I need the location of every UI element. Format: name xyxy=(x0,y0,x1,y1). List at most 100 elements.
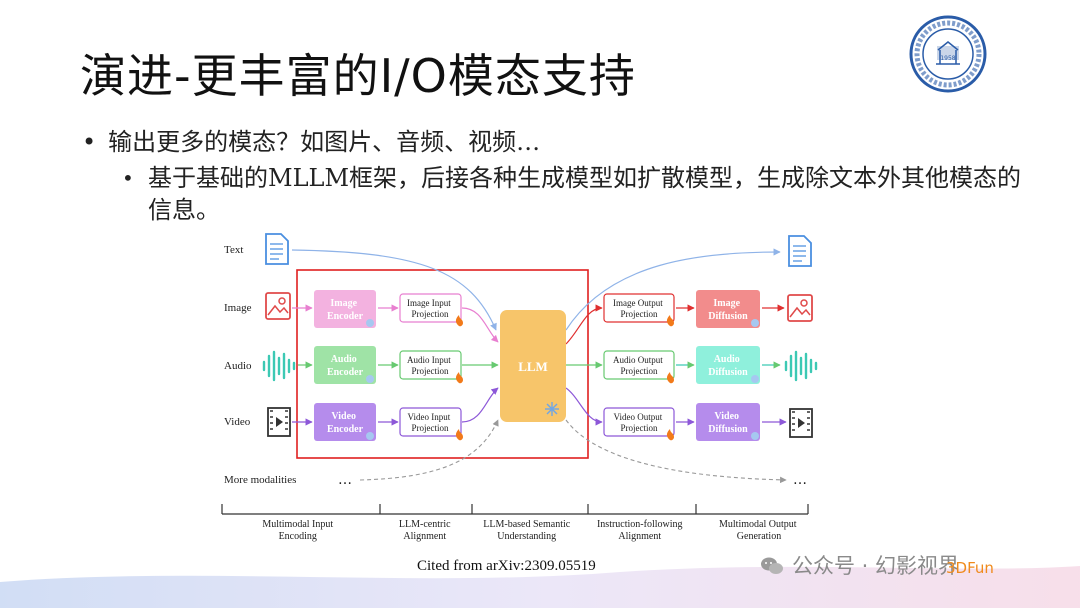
row-label-audio: Audio xyxy=(224,360,252,372)
stage-label-3b: Understanding xyxy=(497,531,556,542)
svg-text:Audio Output Projection: Audio Output Projection xyxy=(613,355,665,376)
video-output-projection-box: Video Output Projection xyxy=(603,407,675,441)
bullet-level1: •输出更多的模态？如图片、音频、视频… xyxy=(82,122,540,157)
university-logo: 1958 xyxy=(909,15,987,93)
frozen-snowflake-icon xyxy=(545,402,559,416)
watermark: 公众号 · 幻影视界 xyxy=(760,550,959,580)
audio-output-projection-box: Audio Output Projection xyxy=(603,350,675,384)
text-output-line xyxy=(565,248,781,331)
image-input-projection-label-1: Image Input xyxy=(407,298,451,308)
svg-text:Audio Encoder: Audio Encoder xyxy=(327,354,364,378)
more-modalities-ellipsis-left: … xyxy=(338,472,352,488)
frozen-snowflake-icon xyxy=(366,432,374,440)
svg-text:Audio Input Projection: Audio Input Projection xyxy=(407,355,453,376)
video-diffusion-box: Video Diffusion xyxy=(696,403,760,441)
frozen-snowflake-icon xyxy=(366,319,374,327)
slide-title: 演进-更丰富的I/O模态支持 xyxy=(80,49,636,103)
image-diffusion-label-2: Diffusion xyxy=(708,311,748,322)
trainable-flame-icon xyxy=(666,372,674,384)
llm-box: LLM xyxy=(500,310,566,422)
audio-waveform-output-icon xyxy=(784,350,818,382)
frozen-snowflake-icon xyxy=(751,375,759,383)
image-output-icon xyxy=(787,294,813,322)
video-input-projection-label-1: Video Input xyxy=(408,412,451,422)
trainable-flame-icon xyxy=(455,315,463,327)
svg-text:Video Diffusion: Video Diffusion xyxy=(708,411,748,435)
audio-encoder-label-1: Audio xyxy=(331,354,357,365)
bullet-dot-icon: • xyxy=(122,166,134,190)
stage-bracket xyxy=(221,504,809,515)
audio-output-projection-label-1: Audio Output xyxy=(613,355,663,365)
svg-text:Video Encoder: Video Encoder xyxy=(327,411,364,435)
svg-text:Multimodal Input Encoding: Multimodal Input Encoding LLM-centric Al… xyxy=(262,519,799,542)
frozen-snowflake-icon xyxy=(751,432,759,440)
video-diffusion-label-2: Diffusion xyxy=(708,424,748,435)
llm-highlight-box xyxy=(296,269,589,459)
more-modalities-ellipsis-right: … xyxy=(793,472,807,488)
trainable-flame-icon xyxy=(455,372,463,384)
stage-label-3a: LLM-based Semantic xyxy=(483,519,570,530)
video-output-projection-label-2: Projection xyxy=(621,423,658,433)
video-encoder-label-2: Encoder xyxy=(327,424,364,435)
stage-label-2a: LLM-centric xyxy=(399,519,451,530)
more-input-dashed-line xyxy=(359,419,499,481)
document-output-icon xyxy=(788,235,812,267)
frozen-snowflake-icon xyxy=(366,375,374,383)
stage-label-4b: Alignment xyxy=(618,531,661,542)
audio-diffusion-box: Audio Diffusion xyxy=(696,346,760,384)
trainable-flame-icon xyxy=(455,429,463,441)
image-encoder-label-2: Encoder xyxy=(327,311,364,322)
trainable-flame-icon xyxy=(666,429,674,441)
image-input-projection-label-2: Projection xyxy=(412,309,449,319)
bullet-level2: • 基于基础的MLLM框架，后接各种生成模型如扩散模型，生成除文本外其他模态的信… xyxy=(122,162,1042,226)
stage-label-2b: Alignment xyxy=(403,531,446,542)
svg-text:Video Output Projection: Video Output Projection xyxy=(614,412,665,433)
audio-input-projection-label-1: Audio Input xyxy=(407,355,451,365)
watermark-text: 公众号 · 幻影视界 xyxy=(792,554,960,578)
stage-label-4a: Instruction-following xyxy=(597,519,683,530)
more-output-dashed-line xyxy=(565,419,787,484)
row-label-image: Image xyxy=(224,302,252,314)
svg-text:1958: 1958 xyxy=(940,55,955,62)
trainable-flame-icon xyxy=(666,315,674,327)
llm-label: LLM xyxy=(518,359,548,374)
image-output-projection-box: Image Output Projection xyxy=(603,293,675,327)
bottom-wave-decoration xyxy=(0,566,1080,608)
audio-output-projection-label-2: Projection xyxy=(621,366,658,376)
svg-text:Image Encoder: Image Encoder xyxy=(327,298,364,322)
stage-label-1b: Encoding xyxy=(279,531,317,542)
row-label-video: Video xyxy=(224,416,251,428)
svg-text:Image Diffusion: Image Diffusion xyxy=(708,298,748,322)
citation-text: Cited from arXiv:2309.05519 xyxy=(417,558,596,574)
image-icon xyxy=(265,292,291,320)
row-label-text: Text xyxy=(224,244,243,256)
document-icon xyxy=(265,233,289,265)
bullet2-text: 基于基础的MLLM框架，后接各种生成模型如扩散模型，生成除文本外其他模态的信息。 xyxy=(148,164,1022,224)
image-encoder-box: Image Encoder xyxy=(314,290,376,328)
image-projection-to-llm-line xyxy=(461,307,499,343)
audio-encoder-label-2: Encoder xyxy=(327,367,364,378)
image-output-projection-label-2: Projection xyxy=(621,309,658,319)
video-encoder-box: Video Encoder xyxy=(314,403,376,441)
stage-label-5a: Multimodal Output xyxy=(719,519,797,530)
video-input-projection-label-2: Projection xyxy=(412,423,449,433)
svg-text:Image Output Projection: Image Output Projection xyxy=(613,298,665,319)
svg-text:Audio Diffusion: Audio Diffusion xyxy=(708,354,748,378)
audio-encoder-box: Audio Encoder xyxy=(314,346,376,384)
wechat-icon xyxy=(761,557,783,574)
image-encoder-label-1: Image xyxy=(330,298,357,309)
image-output-projection-label-1: Image Output xyxy=(613,298,663,308)
image-diffusion-box: Image Diffusion xyxy=(696,290,760,328)
video-encoder-label-1: Video xyxy=(331,411,356,422)
image-diffusion-label-1: Image xyxy=(713,298,740,309)
audio-diffusion-label-1: Audio xyxy=(714,354,740,365)
audio-input-projection-label-2: Projection xyxy=(412,366,449,376)
image-input-projection-box: Image Input Projection xyxy=(399,293,463,327)
audio-waveform-icon xyxy=(262,350,296,382)
video-file-output-icon xyxy=(789,408,813,438)
video-diffusion-label-1: Video xyxy=(714,411,739,422)
watermark-brand: 3DFun xyxy=(946,559,994,577)
llm-to-image-output-line xyxy=(565,304,603,345)
video-input-projection-box: Video Input Projection xyxy=(399,407,463,441)
video-file-icon xyxy=(267,407,291,437)
